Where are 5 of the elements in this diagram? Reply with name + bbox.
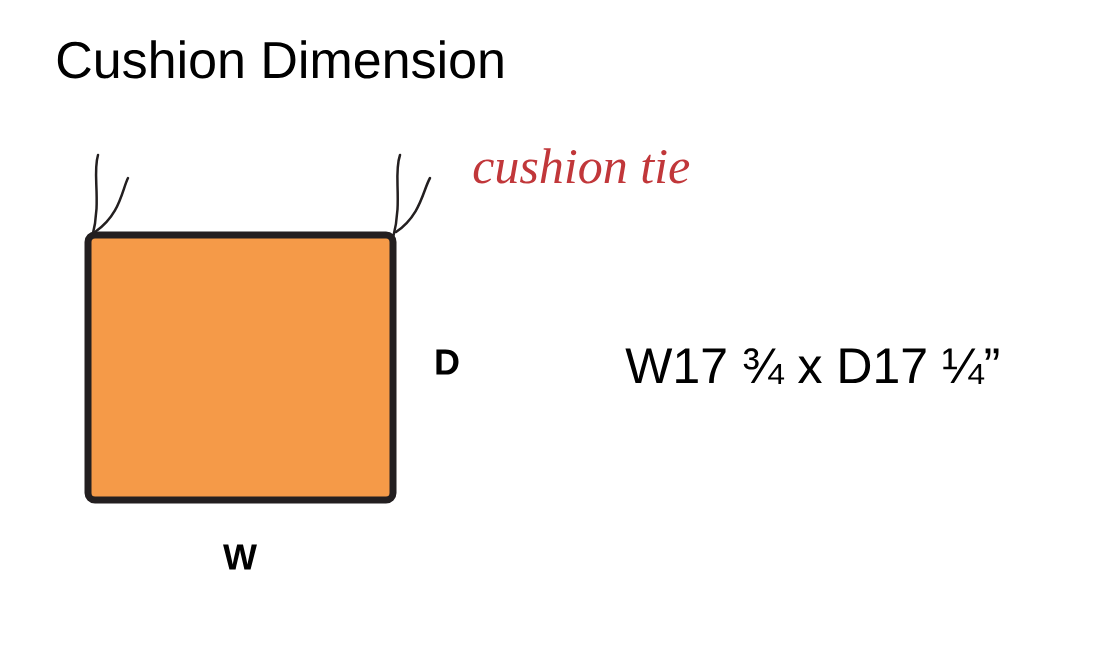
dimension-text: W17 ¾ x D17 ¼” [625,348,999,384]
dimension-letter: W [223,544,257,570]
part-label: cushion tie [473,148,690,184]
title: Cushion Dimension [57,40,503,79]
dimension-letter: D [436,349,459,375]
